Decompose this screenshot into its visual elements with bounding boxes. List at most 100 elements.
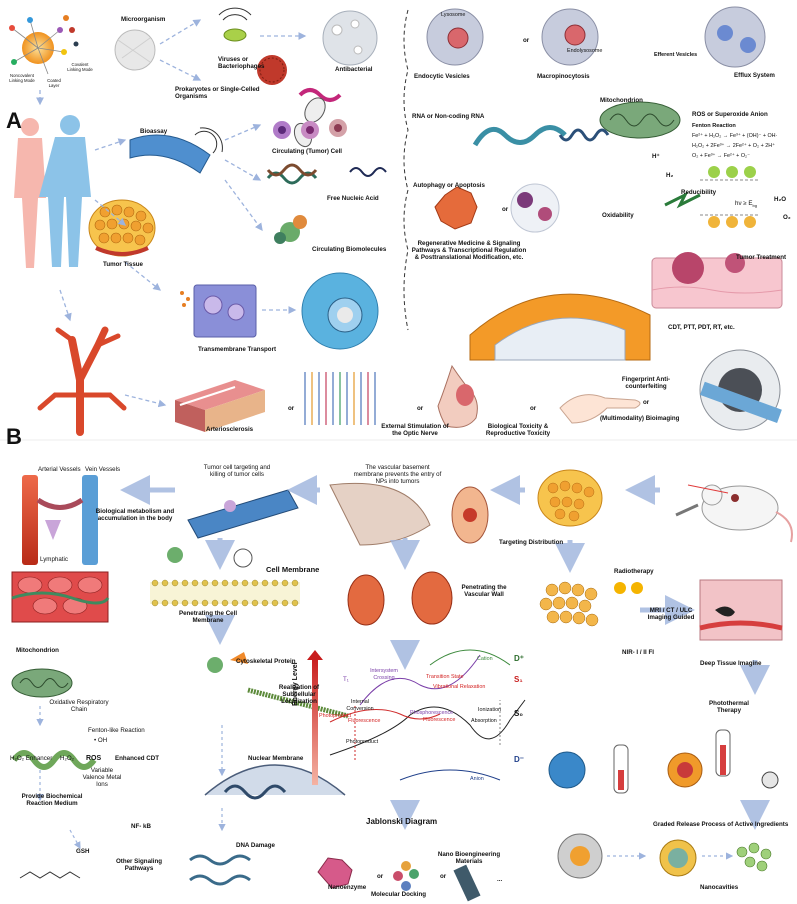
label-microorganism: Microorganism [121, 16, 166, 23]
label-d-plus: D⁺ [514, 654, 524, 663]
label-endocytic: Endocytic Vesicles [414, 73, 470, 80]
fenton-eq-2: H₂O₂ + 2Fe³⁺ → 2Fe²⁺ + O₂ + 2H⁺ [692, 143, 775, 149]
label-hv: hν ≥ Ebg [735, 200, 757, 209]
label-vein: Vein Vessels [85, 466, 121, 473]
label-photoproduct-left: Photoproduct [319, 713, 352, 719]
label-circulating-cell: Circulating (Tumor) Cell [272, 148, 343, 155]
panel-letter-b: B [6, 424, 22, 449]
label-molecular-docking: Molecular Docking [371, 891, 427, 898]
label-penetrating-vascular: Penetrating the Vascular Wall [461, 584, 507, 598]
label-or-a6: or [643, 399, 650, 406]
label-fluorescence-left: Fluorescence [348, 718, 381, 724]
label-internal: Internal Conversion [346, 699, 374, 712]
label-phosphorescence: Phosphorescence [410, 710, 454, 716]
mouse-illustration [675, 484, 793, 543]
label-other-pathways: Other Signaling Pathways [115, 858, 163, 872]
label-s0: S₀ [514, 709, 523, 718]
label-realization: Realization of Subcellular Localization [278, 684, 320, 705]
label-regenerative: Regenerative Medicine & Signaling Pathwa… [411, 240, 527, 261]
label-absorption: Absorption [471, 718, 497, 724]
label-endolysosome: Endolysosome [567, 48, 603, 54]
label-oh: • OH [94, 737, 108, 744]
label-cation: Cation [477, 656, 493, 662]
label-nfkb: NF- kB [131, 823, 151, 830]
jablonski-artwork [307, 649, 526, 785]
label-free-nucleic: Free Nucleic Acid [327, 195, 379, 202]
label-prokaryotes: Prokaryotes or Single-Celled Organisms [175, 86, 260, 100]
label-ros-b: ROS [86, 755, 102, 762]
label-nano-bioengineering: Nano Bioengineering Materials [437, 851, 501, 865]
label-fingerprint: Fingerprint Anti-counterfeiting [621, 376, 671, 390]
label-fluorescence-right: Fluorescence [423, 717, 456, 723]
label-or-a2: or [502, 206, 509, 213]
label-noncovalent: Noncovalent Linking Mode [9, 73, 35, 83]
label-nir: NIR- I / II FI [622, 649, 654, 656]
label-macropinocytosis: Macropinocytosis [537, 73, 590, 80]
label-targeting-distribution: Targeting Distribution [499, 539, 564, 546]
label-ellipsis: ... [497, 876, 503, 883]
mri-machine [699, 349, 782, 431]
panel-b-arrows [120, 475, 770, 830]
label-rna: RNA or Non-coding RNA [412, 113, 485, 120]
label-fenton-like: Fenton-like Reaction [88, 727, 145, 734]
label-t1: T₁ [343, 676, 349, 683]
label-dna-damage: DNA Damage [236, 842, 275, 849]
label-cell-membrane: Cell Membrane [266, 565, 320, 574]
label-efflux: Efflux System [734, 72, 775, 79]
label-or-a1: or [523, 37, 530, 44]
label-arteriosclerosis: Arteriosclerosis [206, 426, 254, 433]
label-h2o2: H₂O₂ [60, 755, 75, 762]
label-d-minus: D⁻ [514, 755, 524, 764]
label-antibacterial: Antibacterial [335, 66, 373, 73]
label-tumor-targeting: Tumor cell targeting and killing of tumo… [203, 464, 271, 478]
fenton-eq-1: Fe²⁺ + H₂O₂ → Fe³⁺ + (OH)⁻ + OH· [692, 133, 778, 139]
label-covalent: Covalent Linking Mode [67, 62, 93, 72]
label-lysosome: Lysosome [441, 12, 466, 18]
label-photoproduct: Photoproduct [346, 739, 379, 745]
label-oxidability: Oxidability [602, 212, 634, 219]
bacteria-cluster [293, 88, 342, 148]
label-circulating-biomolecules: Circulating Biomolecules [312, 246, 387, 253]
label-vascular-basement: The vascular basement membrane prevents … [353, 464, 442, 485]
label-ionization: Ionization [478, 707, 502, 713]
label-cytoskeletal: Cytoskeletal Protein [236, 658, 296, 665]
label-h2o: H₂O [774, 196, 787, 203]
label-or-a5: or [530, 405, 537, 412]
label-nanoenzyme: Nanoenzyme [328, 884, 367, 891]
panel-letter-a: A [6, 108, 22, 133]
label-radiotherapy: Radiotherapy [614, 568, 654, 575]
label-or-b1: or [377, 873, 384, 880]
label-efferent: Efferent Vesicles [654, 52, 698, 58]
label-nanocavities: Nanocavities [700, 884, 739, 891]
label-o2: O₂ [783, 214, 791, 221]
label-reducibility: Reducibility [681, 189, 717, 196]
label-graded-release: Graded Release Process of Active Ingredi… [653, 821, 789, 828]
label-jablonski: Jablonski Diagram [366, 817, 438, 826]
label-mri: MRI / CT / ULC Imaging Guided [647, 607, 695, 621]
label-transition: Transition State [426, 674, 464, 680]
label-deep-tissue: Deep Tissue Imagine [700, 660, 762, 667]
label-bio-metabolism: Biological metabolism and accumulation i… [95, 508, 175, 522]
label-h2: H₂ [666, 172, 674, 179]
label-coated-layer: Coated Layer [47, 78, 61, 88]
label-viruses: Viruses or Bacteriophages [218, 56, 265, 70]
label-gsh: GSH [76, 848, 90, 855]
label-nuclear-membrane: Nuclear Membrane [248, 755, 304, 762]
label-bioimaging: (Multimodality) Bioimaging [600, 415, 680, 422]
label-h-plus: H⁺ [652, 153, 660, 160]
label-lymphatic: Lymphatic [40, 556, 68, 563]
label-tumor-tissue: Tumor Tissue [103, 261, 143, 268]
label-vibrational: Vibrational Relaxation [433, 684, 486, 690]
artery-tree [37, 326, 127, 436]
label-s1: S₁ [514, 675, 523, 684]
arteriosclerosis-block [175, 380, 265, 432]
label-or-a4: or [417, 405, 424, 412]
cell-membrane [150, 547, 300, 607]
label-mitochondrion-a: Mitochondrion [600, 97, 643, 104]
label-cdt: CDT, PTT, PDT, RT, etc. [668, 324, 735, 331]
label-optic: External Stimulation of the Optic Nerve [381, 423, 449, 437]
label-variable: Variable Valence Metal Ions [82, 767, 122, 788]
label-oxidative: Oxidative Respiratory Chain [49, 699, 109, 713]
label-h2o2-enhancer: H₂O₂ Enhancer [10, 755, 53, 762]
